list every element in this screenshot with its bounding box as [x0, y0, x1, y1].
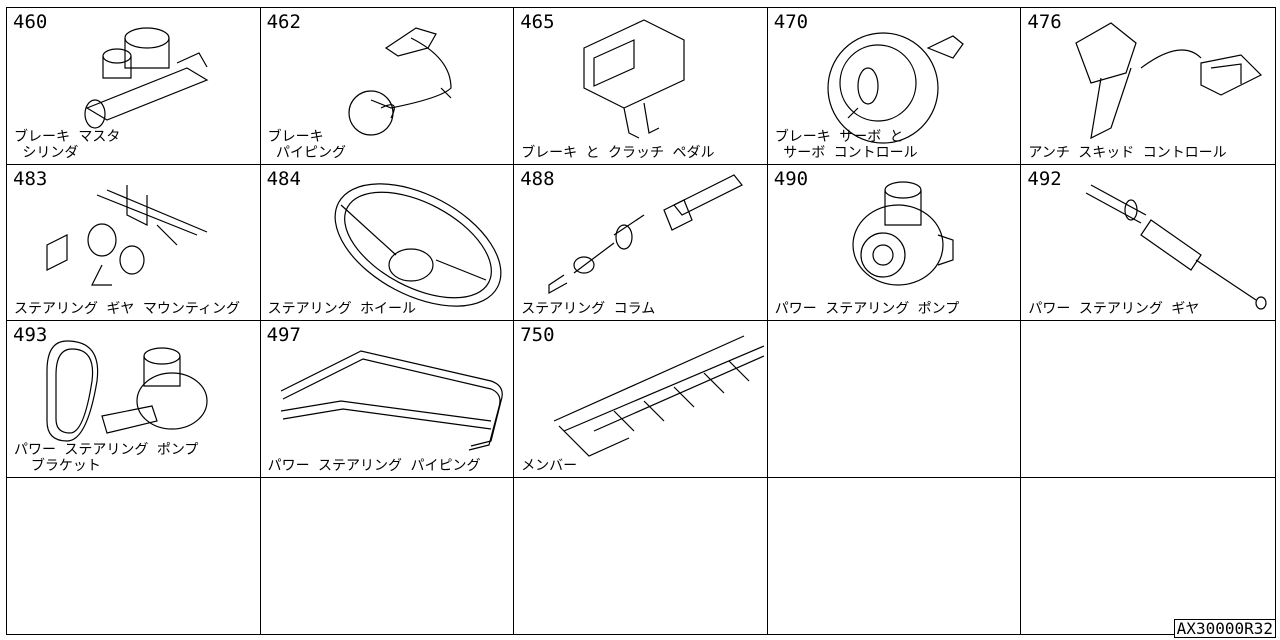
catalog-item-476[interactable]: 476 アンチ スキッド コントロール	[1021, 8, 1275, 165]
catalog-code: AX30000R32	[1173, 619, 1276, 638]
item-label: パワー ステアリング パイピング	[267, 457, 481, 474]
part-illustration	[768, 8, 1021, 164]
empty-cell	[7, 477, 261, 634]
item-number: 465	[520, 11, 555, 33]
part-illustration	[7, 165, 260, 321]
catalog-item-483[interactable]: 483 ステアリング ギヤ マウンティング	[7, 164, 261, 321]
catalog-item-750[interactable]: 750 メンバー	[514, 321, 768, 478]
part-illustration	[514, 165, 767, 321]
item-number: 492	[1027, 167, 1062, 190]
part-illustration	[514, 321, 767, 477]
item-label: ステアリング ギヤ マウンティング	[14, 301, 241, 317]
item-number: 470	[773, 11, 809, 33]
catalog-item-490[interactable]: 490 パワー ステアリング ポンプ	[767, 164, 1022, 321]
empty-cell	[514, 477, 768, 634]
catalog-item-460[interactable]: 460 ブレーキ マスタ シリンダ	[7, 8, 261, 165]
part-illustration	[7, 321, 260, 477]
part-illustration	[261, 165, 514, 321]
item-number: 462	[266, 11, 301, 33]
catalog-item-492[interactable]: 492 パワー ステアリング ギヤ	[1021, 165, 1275, 321]
part-illustration	[7, 8, 260, 164]
item-label: アンチ スキッド コントロール	[1028, 144, 1227, 161]
item-number: 750	[520, 324, 555, 346]
item-label: パワー ステアリング ギヤ	[1028, 301, 1200, 317]
catalog-item-488[interactable]: 488 ステアリング コラム	[514, 164, 768, 321]
catalog-item-497[interactable]: 497 パワー ステアリング パイピング	[260, 321, 515, 478]
empty-cell	[1021, 478, 1275, 635]
item-number: 460	[13, 11, 48, 33]
item-label: ブレーキ マスタ シリンダ	[14, 128, 121, 161]
catalog-item-465[interactable]: 465 ブレーキ と クラッチ ペダル	[514, 8, 768, 165]
empty-cell	[261, 477, 515, 634]
part-illustration	[1021, 165, 1275, 321]
item-number: 488	[520, 167, 555, 190]
part-illustration	[261, 321, 514, 477]
part-illustration	[261, 8, 514, 164]
catalog-item-493[interactable]: 493 パワー ステアリング ポンプ ブラケット	[7, 321, 261, 478]
part-illustration	[1021, 8, 1275, 164]
item-number: 490	[773, 167, 809, 190]
item-number: 484	[266, 167, 301, 190]
catalog-item-484[interactable]: 484 ステアリング ホイール	[260, 164, 515, 321]
part-illustration	[768, 165, 1021, 321]
item-number: 483	[13, 167, 48, 190]
item-label: ステアリング コラム	[521, 301, 656, 317]
empty-cell	[767, 321, 1022, 478]
parts-catalog-grid: 460 ブレーキ マスタ シリンダ 462 ブレーキ パイピング 465 ブレーキ と ク…	[6, 7, 1276, 635]
catalog-item-462[interactable]: 462 ブレーキ パイピング	[260, 8, 515, 165]
part-illustration	[514, 8, 767, 164]
item-label: ステアリング ホイール	[267, 301, 417, 317]
empty-cell	[1021, 321, 1275, 478]
item-label: パワー ステアリング ポンプ	[774, 301, 960, 317]
item-number: 493	[13, 324, 48, 346]
item-label: ブレーキ サーボ と サーボ コントロール	[774, 128, 918, 161]
item-label: ブレーキ と クラッチ ペダル	[521, 144, 715, 161]
item-number: 497	[266, 324, 301, 346]
item-label: パワー ステアリング ポンプ ブラケット	[14, 441, 199, 474]
item-number: 476	[1027, 11, 1062, 33]
catalog-item-470[interactable]: 470 ブレーキ サーボ と サーボ コントロール	[767, 8, 1022, 165]
item-label: ブレーキ パイピング	[267, 128, 347, 161]
empty-cell	[768, 477, 1022, 634]
item-label: メンバー	[521, 457, 578, 474]
